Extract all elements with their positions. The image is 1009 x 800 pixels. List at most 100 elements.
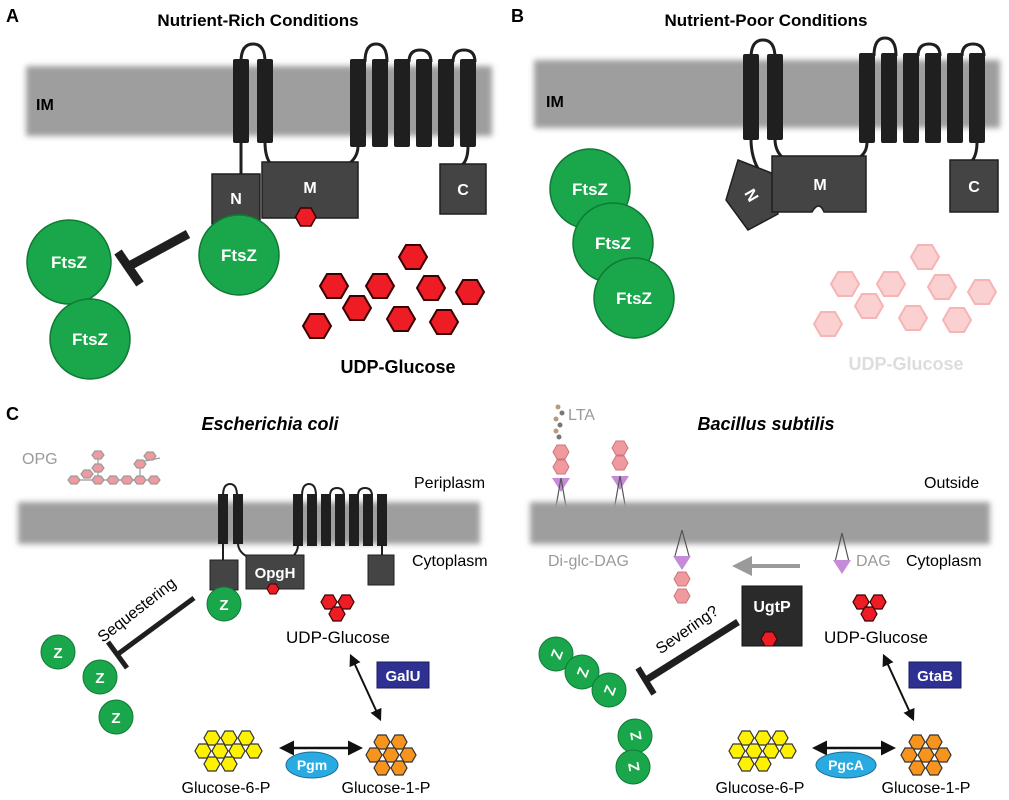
panel-b-connector [969, 141, 979, 164]
ecoli-z-bound [206, 586, 242, 622]
panel-a-m-label: M [303, 180, 316, 197]
ecoli-pgm-label: Pgm [297, 757, 327, 773]
panel-a-ftsz-free-1-label: FtsZ [51, 253, 87, 272]
bsubtilis-title: Bacillus subtilis [697, 414, 834, 434]
ecoli-galu-label: GalU [385, 668, 420, 685]
panel-b-helix [743, 54, 759, 140]
bsubtilis-outside-label: Outside [924, 475, 979, 492]
bsubtilis-lta-label: LTA [568, 407, 595, 424]
panel-b-c-label: C [968, 179, 980, 196]
ecoli-opg-label: OPG [22, 451, 58, 468]
panel-b-ftsz-2-label: FtsZ [595, 234, 631, 253]
panel-b-ftsz-1-label: FtsZ [572, 180, 608, 199]
panel-b-helix [767, 54, 783, 140]
panel-b-title: Nutrient-Poor Conditions [664, 11, 867, 30]
panel-a-udp-glucose-cluster [301, 244, 486, 339]
panel-a-loop [451, 48, 477, 63]
bsubtilis-dag-label: DAG [856, 553, 891, 570]
ecoli-helix [363, 494, 373, 546]
bsubtilis-gtab-box [908, 661, 962, 689]
panel-b-n-domain-tilted [725, 159, 779, 231]
panel-b-m-label: M [813, 177, 826, 194]
panel-a-loop [239, 42, 267, 63]
ecoli-opgh-label: OpgH [255, 565, 296, 582]
ecoli-loop [329, 486, 345, 497]
panel-b-loop [916, 42, 942, 57]
ecoli-n-domain [209, 559, 239, 591]
ecoli-opg-polysaccharide [67, 450, 161, 485]
bsubtilis-lta-anchor-2 [611, 440, 629, 517]
bsubtilis-cytoplasm-label: Cytoplasm [906, 553, 982, 570]
panel-a-c-domain [439, 163, 487, 215]
ecoli-galu-arrow [349, 653, 382, 722]
bsubtilis-severing-label: Severing? [653, 603, 722, 658]
ecoli-helix [321, 494, 331, 546]
panel-b: B Nutrient-Poor Conditions IM N M C FtsZ… [511, 6, 1000, 374]
ecoli-udp-glucose-trio [320, 594, 355, 622]
bsubtilis-glucose-1-p-cluster [900, 734, 952, 776]
ecoli-opgh-box [245, 554, 305, 590]
panel-c-bsubtilis: Bacillus subtilis LTA Outside [530, 404, 990, 797]
panel-a-loop [407, 48, 433, 63]
ecoli-galu-box [376, 661, 430, 689]
ecoli-membrane [18, 502, 480, 544]
bsubtilis-pgca-oval [815, 751, 877, 779]
bsubtilis-glucose-6-p-label: Glucose-6-P [716, 780, 805, 797]
panel-a-ftsz-bound-label: FtsZ [221, 246, 257, 265]
panel-b-helix [925, 53, 941, 143]
panel-a-helix [350, 59, 366, 147]
ecoli-z-free-label: Z [95, 670, 104, 687]
bsubtilis-di-glc-dag-label: Di-glc-DAG [548, 553, 629, 570]
ecoli-z-free [82, 659, 118, 695]
panel-b-membrane-label: IM [546, 94, 564, 111]
bsubtilis-membrane [530, 502, 990, 544]
ecoli-z-free [98, 699, 134, 735]
panel-a-connector [460, 145, 470, 167]
panel-b-loop [749, 38, 777, 59]
panel-a-helix [460, 59, 476, 147]
panel-b-helix [969, 53, 985, 143]
panel-a-connector [348, 145, 360, 165]
panel-a-udp-glucose-label: UDP-Glucose [340, 357, 455, 377]
ecoli-bound-udp-glucose [266, 583, 280, 595]
panel-b-connector [773, 138, 784, 159]
panel-c-letter: C [6, 404, 19, 424]
panel-b-udp-glucose-cluster-faded [812, 244, 998, 337]
panel-a-ftsz-free-2-label: FtsZ [72, 330, 108, 349]
ecoli-glucose-6-p-cluster [194, 730, 263, 772]
panel-b-ftsz-3-label: FtsZ [616, 289, 652, 308]
panel-a-ftsz-free-1 [26, 219, 112, 305]
bsubtilis-gtab-label: GtaB [917, 668, 953, 685]
panel-a-ftsz-free-2 [49, 298, 131, 380]
ecoli-helix [349, 494, 359, 546]
ecoli-helix [293, 494, 303, 546]
panel-a-c-label: C [457, 182, 469, 199]
bsubtilis-glucose-6-p-cluster [728, 730, 797, 772]
ecoli-z-bound-label: Z [219, 597, 228, 614]
panel-a-connector [263, 141, 272, 164]
bsubtilis-di-glc-dag-molecule [673, 529, 691, 604]
ecoli-periplasm-label: Periplasm [414, 475, 485, 492]
panel-a-letter: A [6, 6, 19, 26]
bsubtilis-glucose-1-p-label: Glucose-1-P [882, 780, 971, 797]
ecoli-helix [218, 494, 228, 544]
bsubtilis-dag-molecule [833, 532, 851, 574]
bsubtilis-lta-chain [553, 404, 565, 440]
panel-b-connector [859, 141, 869, 159]
panel-a-inhibition-symbol [114, 230, 191, 287]
panel-a: A Nutrient-Rich Conditions IM N M C [6, 6, 492, 380]
bsubtilis-ugtp-label: UgtP [753, 599, 791, 616]
panel-b-loop [872, 36, 898, 57]
bsubtilis-udp-glucose-label: UDP-Glucose [824, 628, 928, 647]
ecoli-z-free-label: Z [53, 645, 62, 662]
panel-a-title: Nutrient-Rich Conditions [157, 11, 358, 30]
panel-b-c-domain [949, 159, 999, 213]
ecoli-loop [222, 482, 238, 497]
ecoli-udp-glucose-label: UDP-Glucose [286, 628, 390, 647]
panel-a-ftsz-bound [198, 214, 280, 296]
panel-a-membrane-label: IM [36, 97, 54, 114]
ecoli-loop [301, 482, 317, 497]
panel-a-helix [372, 59, 388, 147]
ecoli-c-domain [367, 554, 395, 586]
